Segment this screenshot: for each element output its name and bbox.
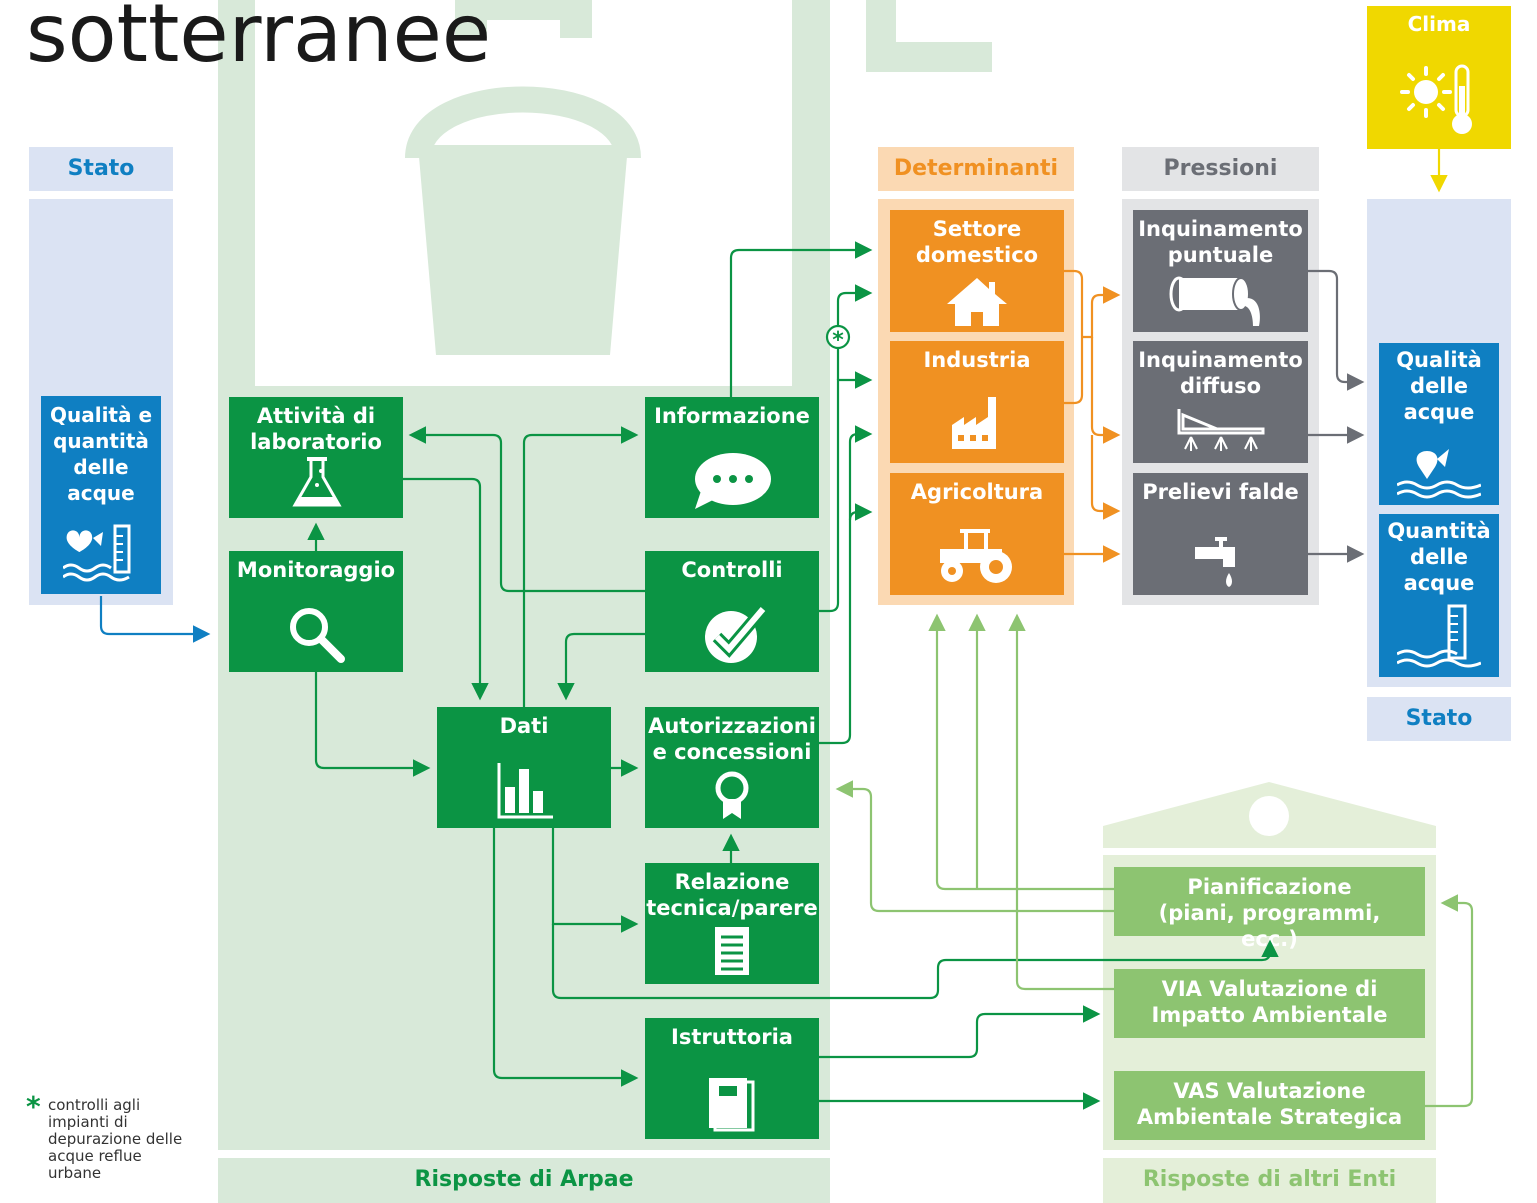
bucket-shape: [405, 0, 641, 355]
water-drop-icon: [1397, 449, 1481, 499]
determinanti-header-label: Determinanti: [893, 156, 1059, 181]
prelievi-falde-label: Prelievi falde: [1142, 480, 1299, 504]
bar-chart-icon: [497, 763, 553, 819]
relazione-tecnica-box: Relazione tecnica/parere: [645, 863, 819, 984]
page-title: sotterranee: [26, 0, 492, 80]
istruttoria-box: Istruttoria: [645, 1018, 819, 1139]
settore-domestico-box: Settore domestico: [890, 210, 1064, 332]
autorizzazioni-box: Autorizzazioni e concessioni: [645, 707, 819, 828]
footnote-marker: *: [26, 1090, 41, 1123]
qualita-quantita-box: Qualità e quantità delle acque: [41, 396, 161, 594]
dossier-icon: [709, 1078, 755, 1132]
decorative-bar: [866, 42, 992, 72]
stato-header-label: Stato: [67, 156, 135, 181]
attivita-laboratorio-box: Attività di laboratorio: [229, 397, 403, 518]
autorizzazioni-label: Autorizzazioni e concessioni: [648, 714, 816, 764]
altri-enti-footer: [1103, 1158, 1436, 1203]
industria-box: Industria: [890, 341, 1064, 463]
informazione-box: Informazione: [645, 397, 819, 518]
altri-enti-footer-label: Risposte di altri Enti: [1142, 1167, 1397, 1192]
agricoltura-box: Agricoltura: [890, 473, 1064, 595]
istruttoria-label: Istruttoria: [671, 1025, 793, 1049]
arpae-footer-label: Risposte di Arpae: [414, 1167, 634, 1192]
sun-thermometer-icon: [1400, 64, 1472, 134]
qualita-acque-box: Qualità delle acque: [1379, 343, 1499, 505]
attivita-laboratorio-label: Attività di laboratorio: [250, 404, 382, 454]
water-drop-gauge-icon: [63, 524, 131, 582]
vas-box: VAS Valutazione Ambientale Strategica: [1114, 1071, 1425, 1140]
clima-label: Clima: [1407, 12, 1471, 36]
stato-header: [29, 147, 173, 191]
checkmark-icon: [705, 605, 767, 663]
house-icon: [947, 278, 1007, 326]
building-roof: [1103, 782, 1436, 848]
qualita-acque-label: Qualità delle acque: [1396, 348, 1482, 424]
qualita-quantita-label: Qualità e quantità delle acque: [49, 403, 153, 505]
pressioni-header: [1122, 147, 1319, 191]
document-icon: [715, 927, 749, 975]
monitoraggio-box: Monitoraggio: [229, 551, 403, 672]
award-seal-icon: [715, 771, 749, 819]
stato-footer: [1367, 697, 1511, 741]
sprayer-icon: [1177, 409, 1265, 451]
arpae-footer: [218, 1158, 830, 1203]
water-gauge-icon: [1397, 604, 1481, 668]
dati-label: Dati: [499, 714, 549, 738]
inquinamento-puntuale-box: Inquinamento puntuale: [1133, 210, 1308, 332]
industria-label: Industria: [923, 348, 1031, 372]
pianificazione-label: Pianificazione (piani, programmi, ecc.): [1158, 875, 1381, 951]
svg-text:*: *: [832, 328, 844, 353]
agricoltura-label: Agricoltura: [910, 480, 1044, 504]
footnote-text: controlli agli impianti di depurazione d…: [48, 1096, 183, 1182]
determinanti-header: [878, 147, 1074, 191]
quantita-acque-label: Quantità delle acque: [1387, 519, 1491, 595]
dati-box: Dati: [437, 707, 611, 828]
magnifier-icon: [290, 608, 345, 663]
vas-label: VAS Valutazione Ambientale Strategica: [1136, 1079, 1403, 1129]
inquinamento-diffuso-box: Inquinamento diffuso: [1133, 341, 1308, 463]
stato-footer-label: Stato: [1405, 706, 1473, 731]
inquinamento-puntuale-label: Inquinamento puntuale: [1138, 217, 1303, 267]
quantita-acque-box: Quantità delle acque: [1379, 514, 1499, 677]
prelievi-falde-box: Prelievi falde: [1133, 473, 1308, 595]
controlli-label: Controlli: [681, 558, 783, 582]
monitoraggio-label: Monitoraggio: [236, 558, 396, 582]
pressioni-header-label: Pressioni: [1163, 156, 1278, 181]
water-tap-icon: [1195, 537, 1235, 587]
inquinamento-diffuso-label: Inquinamento diffuso: [1138, 348, 1303, 398]
controlli-box: Controlli: [645, 551, 819, 672]
speech-bubble-icon: [695, 453, 771, 509]
settore-domestico-label: Settore domestico: [915, 217, 1039, 267]
via-label: VIA Valutazione di Impatto Ambientale: [1151, 977, 1388, 1027]
pianificazione-box: Pianificazione (piani, programmi, ecc.): [1114, 867, 1425, 951]
relazione-tecnica-label: Relazione tecnica/parere: [646, 870, 818, 920]
via-box: VIA Valutazione di Impatto Ambientale: [1114, 969, 1425, 1038]
discharge-pipe-icon: [1169, 276, 1260, 326]
flask-icon: [292, 457, 342, 507]
tractor-icon: [940, 529, 1012, 583]
informazione-label: Informazione: [654, 404, 810, 428]
factory-icon: [952, 397, 996, 449]
